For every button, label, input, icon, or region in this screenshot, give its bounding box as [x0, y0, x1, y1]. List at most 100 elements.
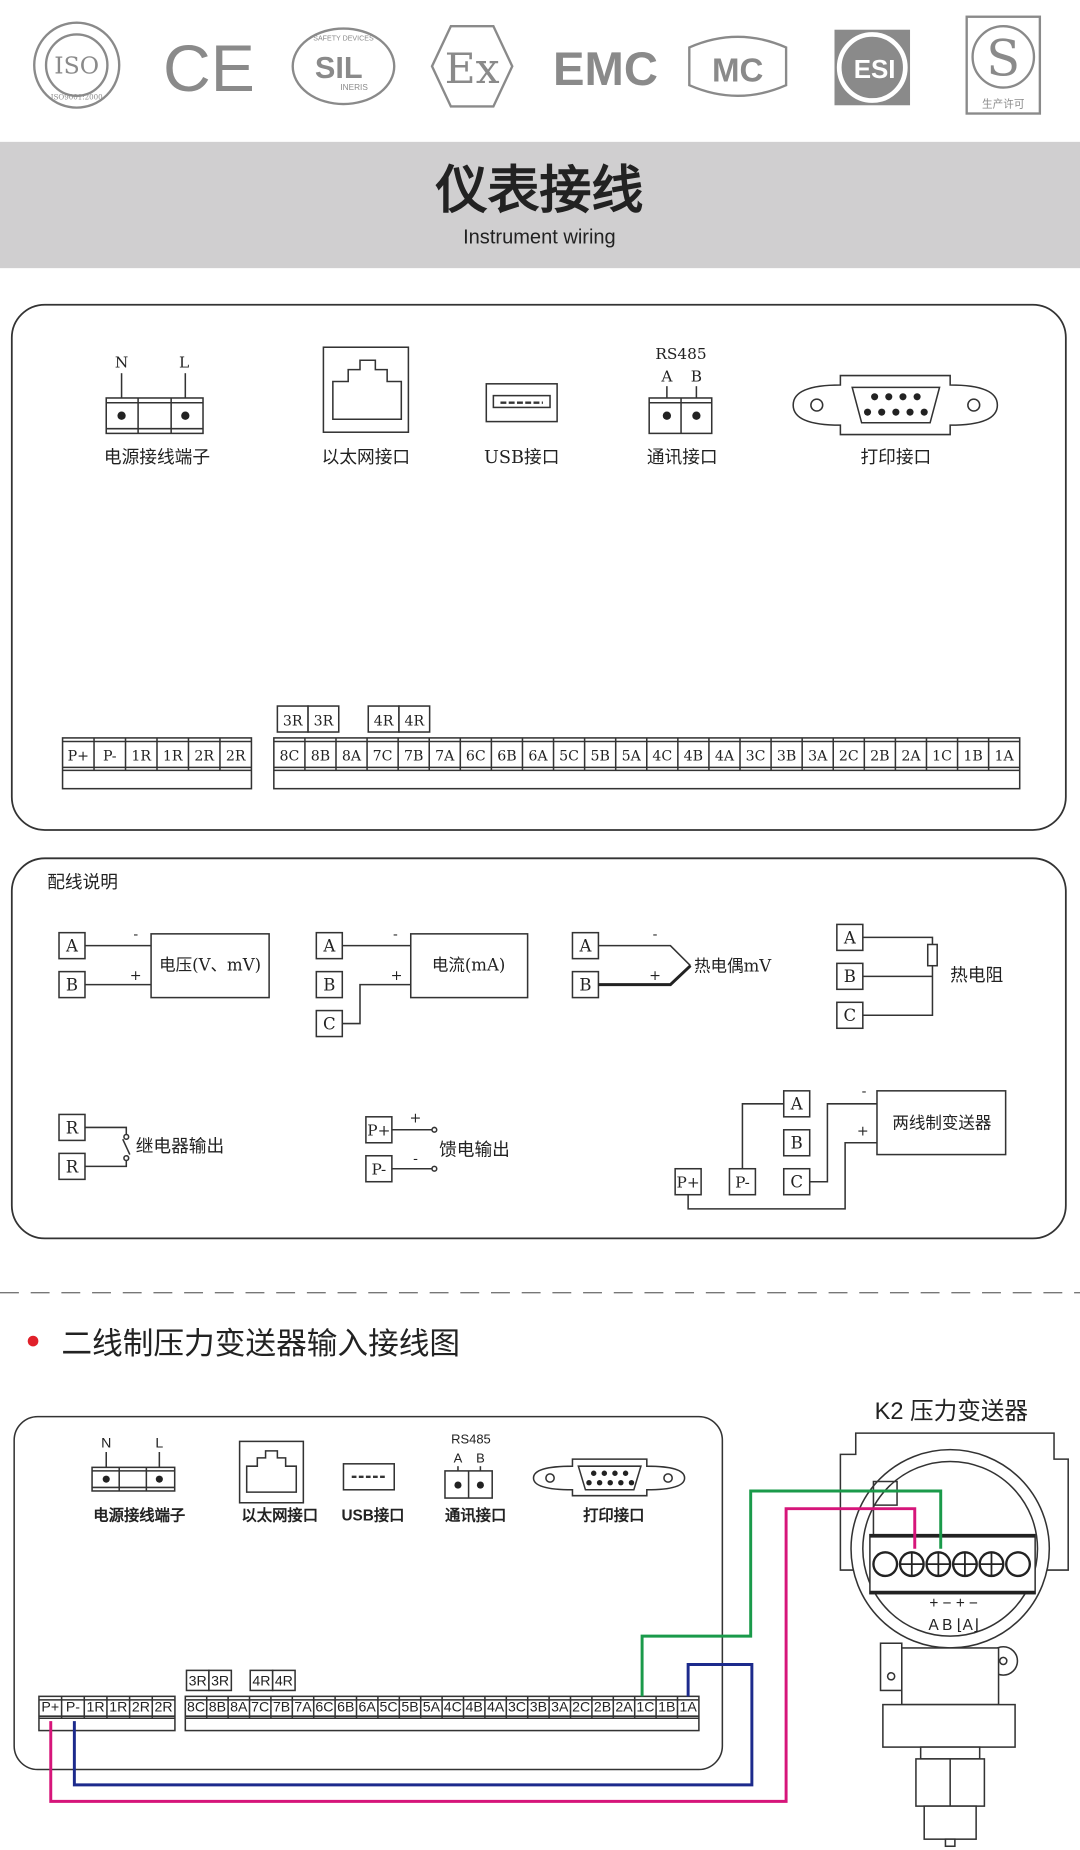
pressure-transmitter: + − + − A B ⌊A⌋ [839, 1432, 1069, 1848]
svg-text:通讯接口: 通讯接口 [647, 447, 718, 468]
svg-text:+: + [857, 1124, 869, 1140]
svg-text:B: B [323, 976, 335, 995]
voltage-input-diagram: A B - + 电压(V、mV) [58, 927, 270, 999]
svg-text:打印接口: 打印接口 [860, 447, 931, 468]
terminal-label: 2R [226, 749, 246, 765]
terminal-label: 5A [423, 1700, 441, 1716]
terminal-label: 5C [559, 749, 579, 765]
terminal-label: 6C [315, 1700, 333, 1716]
terminal-label: 1R [87, 1700, 105, 1716]
terminal-label: P- [103, 749, 117, 765]
terminal-label: 5C [380, 1700, 398, 1716]
svg-text:+: + [391, 968, 403, 984]
terminal-tag: 3R [314, 714, 334, 730]
sil-logo: SAFETY DEVICES SIL INERIS [291, 27, 396, 106]
svg-text:USB接口: USB接口 [484, 447, 559, 468]
svg-text:-: - [393, 927, 398, 943]
terminal-label: 6A [359, 1700, 377, 1716]
terminal-label: 2R [194, 749, 214, 765]
certification-logos: ISO ISO9001:2000 CE SAFETY DEVICES SIL I… [33, 15, 1042, 115]
section-bullet [27, 1335, 39, 1347]
terminal-label: 4B [684, 749, 703, 765]
svg-text:P+: P+ [367, 1122, 390, 1140]
power-terminal: N L 电源接线端子 [104, 353, 210, 468]
iso-logo: ISO ISO9001:2000 [33, 21, 121, 109]
ce-logo: CE [163, 32, 255, 106]
svg-text:MC: MC [712, 53, 763, 90]
svg-text:-: - [862, 1084, 867, 1100]
terminal-label: 4A [715, 749, 735, 765]
terminal-label: 1B [658, 1700, 675, 1716]
two-wire-transmitter-diagram: A B C P+ P- - + 两线制变送器 [674, 1084, 1007, 1210]
svg-text:电源接线端子: 电源接线端子 [93, 1506, 185, 1524]
svg-text:B: B [691, 367, 702, 385]
terminal-label: 8B [209, 1700, 226, 1716]
terminal-label: 3B [777, 749, 796, 765]
svg-text:电压(V、mV): 电压(V、mV) [159, 955, 261, 974]
terminal-label: 7C [373, 749, 393, 765]
svg-text:热电阻: 热电阻 [950, 965, 1003, 986]
esi-logo: ESI [834, 29, 911, 106]
thermocouple-input-diagram: A B - + 热电偶mV [571, 927, 772, 999]
transmitter-title: K2 压力变送器 [875, 1398, 1028, 1425]
svg-text:RS485: RS485 [655, 345, 706, 363]
terminal-label: 1A [995, 749, 1015, 765]
terminal-label: P+ [41, 1700, 59, 1716]
wire-blue [72, 1663, 754, 1787]
svg-text:P-: P- [735, 1174, 750, 1192]
terminal-label: 6A [528, 749, 548, 765]
terminal-label: 7A [435, 749, 455, 765]
terminal-label: 5B [401, 1700, 418, 1716]
terminal-label: 1R [109, 1700, 127, 1716]
svg-text:B: B [791, 1134, 803, 1153]
terminal-label: 4C [444, 1700, 462, 1716]
svg-text:打印接口: 打印接口 [583, 1506, 644, 1524]
transmitter-terminal-screw [1005, 1551, 1032, 1578]
wire-green [640, 1489, 943, 1697]
power-terminal-small: N L 电源接线端子 [91, 1435, 185, 1524]
svg-text:A: A [790, 1095, 804, 1114]
terminal-label: 7B [404, 749, 423, 765]
svg-text:电流(mA): 电流(mA) [432, 955, 506, 974]
terminal-label: 6B [337, 1700, 354, 1716]
terminal-label: P+ [68, 749, 89, 765]
svg-text:+: + [130, 968, 142, 984]
svg-text:S: S [986, 30, 1020, 88]
svg-text:C: C [790, 1173, 803, 1192]
svg-text:SIL: SIL [315, 50, 363, 85]
ethernet-port-small: 以太网接口 [238, 1440, 318, 1524]
terminal-label: 1A [680, 1700, 698, 1716]
svg-text:-: - [413, 1151, 418, 1167]
instrument-rear-panel-small [13, 1415, 724, 1771]
svg-text:生产许可: 生产许可 [982, 98, 1025, 111]
svg-text:B: B [66, 976, 78, 995]
terminal-tag: 3R [189, 1673, 207, 1689]
terminal-label: 4A [487, 1700, 505, 1716]
header-band [0, 141, 1080, 269]
terminal-tag: 3R [211, 1673, 229, 1689]
ethernet-port: 以太网接口 [322, 346, 410, 468]
terminal-label: 3A [551, 1700, 569, 1716]
relay-output-diagram: R R 继电器输出 [58, 1113, 224, 1181]
terminal-label: 5A [622, 749, 642, 765]
mc-logo: MC [688, 35, 788, 97]
svg-text:通讯接口: 通讯接口 [445, 1506, 506, 1524]
svg-text:P-: P- [372, 1161, 387, 1179]
qs-logo: S 生产许可 [965, 15, 1042, 115]
terminal-label: 6C [466, 749, 486, 765]
svg-text:N: N [115, 353, 128, 371]
svg-text:C: C [323, 1014, 336, 1033]
svg-text:+: + [649, 968, 661, 984]
svg-text:N: N [101, 1435, 111, 1451]
svg-text:SAFETY DEVICES: SAFETY DEVICES [313, 34, 374, 42]
svg-text:+: + [410, 1111, 422, 1127]
terminal-label: 4B [466, 1700, 483, 1716]
terminal-tag: 3R [283, 714, 303, 730]
terminal-tag: 4R [404, 714, 424, 730]
terminal-label: 1C [932, 749, 952, 765]
